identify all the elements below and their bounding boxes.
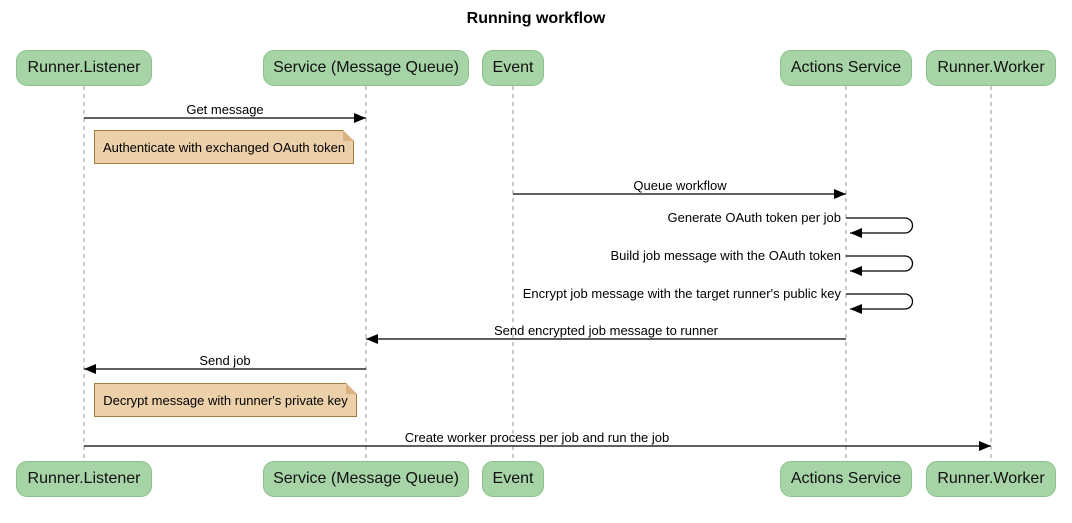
participant-bottom-actions-service: Actions Service xyxy=(780,461,912,497)
note-text: Decrypt message with runner's private ke… xyxy=(103,392,348,408)
message-label-create-worker-process: Create worker process per job and run th… xyxy=(404,430,670,445)
message-label-build-job-message: Build job message with the OAuth token xyxy=(610,248,841,263)
self-loop-build-job-message xyxy=(846,255,914,276)
message-label-send-job: Send job xyxy=(199,353,251,368)
participant-bottom-event: Event xyxy=(482,461,544,497)
self-loop-generate-oauth-token xyxy=(846,217,914,238)
participant-top-actions-service: Actions Service xyxy=(780,50,912,86)
message-label-generate-oauth-token: Generate OAuth token per job xyxy=(667,210,841,225)
note-authenticate-oauth: Authenticate with exchanged OAuth token xyxy=(94,130,354,164)
note-fold-icon xyxy=(343,130,354,141)
participant-top-runner-listener: Runner.Listener xyxy=(16,50,152,86)
note-fold-icon xyxy=(346,383,357,394)
note-decrypt-private-key: Decrypt message with runner's private ke… xyxy=(94,383,357,417)
participant-bottom-runner-listener: Runner.Listener xyxy=(16,461,152,497)
message-label-queue-workflow: Queue workflow xyxy=(633,178,727,193)
diagram-title: Running workflow xyxy=(466,10,606,27)
participant-top-runner-worker: Runner.Worker xyxy=(926,50,1056,86)
message-label-encrypt-job-message: Encrypt job message with the target runn… xyxy=(522,286,841,301)
message-label-get-message: Get message xyxy=(186,102,264,117)
participant-bottom-runner-worker: Runner.Worker xyxy=(926,461,1056,497)
note-text: Authenticate with exchanged OAuth token xyxy=(102,139,346,155)
participant-bottom-service-message-queue: Service (Message Queue) xyxy=(263,461,469,497)
participant-top-service-message-queue: Service (Message Queue) xyxy=(263,50,469,86)
self-loop-encrypt-job-message xyxy=(846,293,914,314)
participant-top-event: Event xyxy=(482,50,544,86)
message-label-send-encrypted-job: Send encrypted job message to runner xyxy=(493,323,719,338)
